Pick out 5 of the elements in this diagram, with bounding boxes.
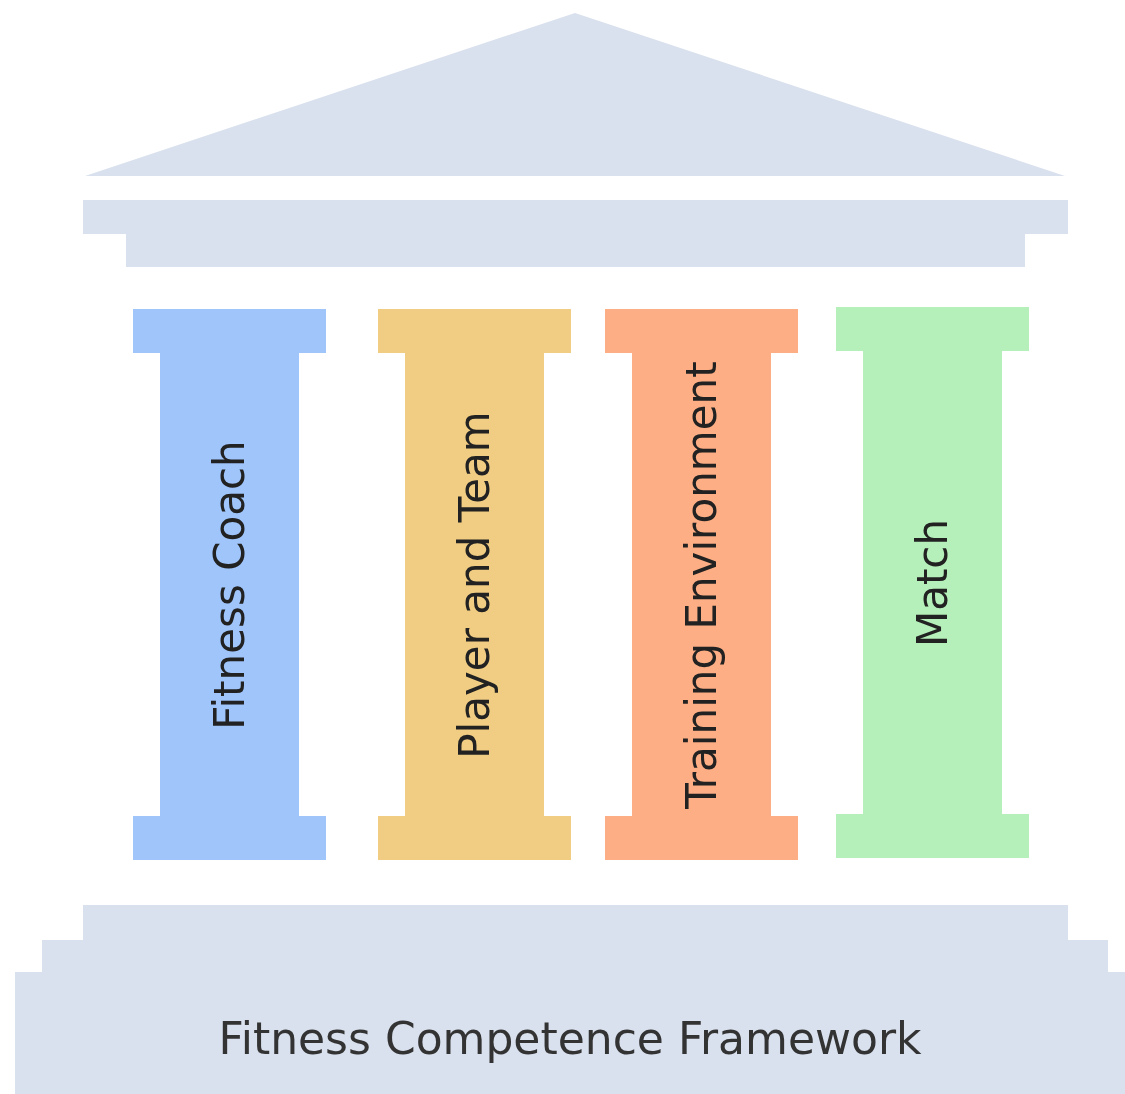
pillar-label: Training Environment xyxy=(676,359,727,811)
foundation-label: Fitness Competence Framework xyxy=(217,1013,923,1064)
pillar-label: Match xyxy=(907,517,958,649)
pillar-label: Fitness Coach xyxy=(204,438,255,732)
pillar-label: Player and Team xyxy=(449,409,500,761)
